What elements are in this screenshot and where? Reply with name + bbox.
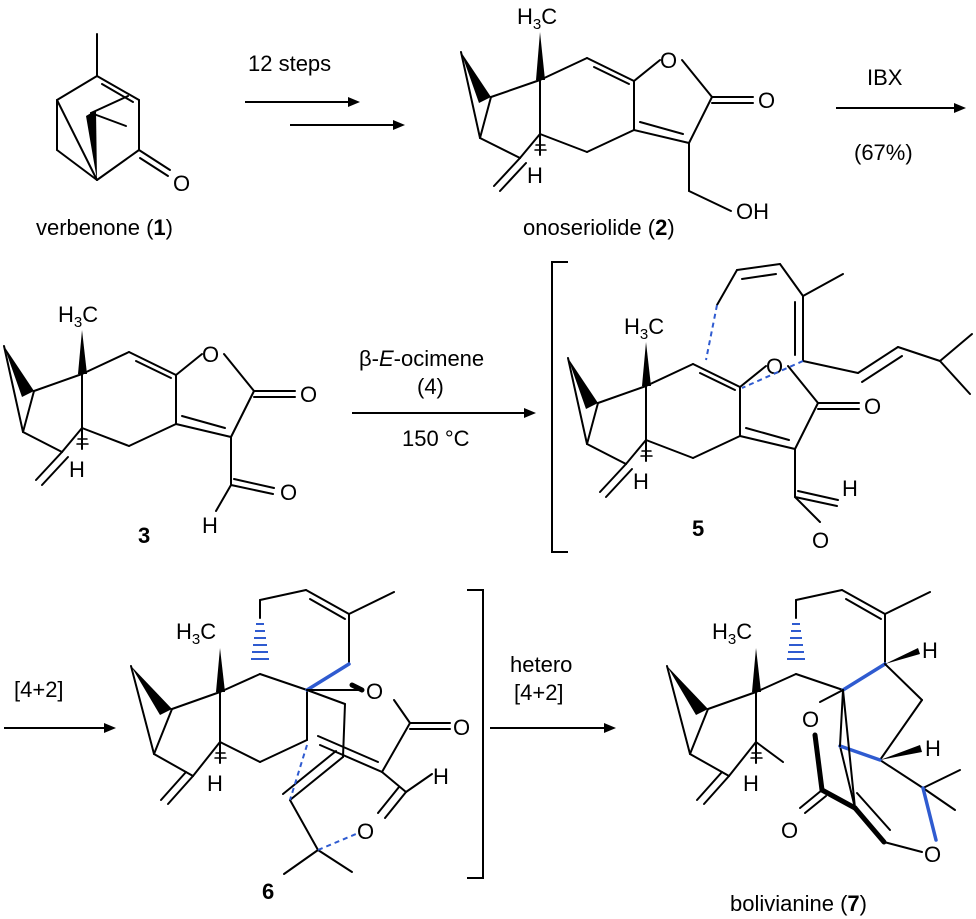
c5-aldehyde-h: H xyxy=(842,476,858,501)
onoseriolide-ring-o: O xyxy=(660,48,677,73)
step-12-steps-label: 12 steps xyxy=(248,51,331,76)
c3-carbonyl-o: O xyxy=(300,382,317,407)
step-ocimene: β-E-ocimene (4) 150 °C xyxy=(352,346,536,451)
label-compound-6: 6 xyxy=(262,879,274,904)
c6-h: H xyxy=(207,771,223,796)
step-ocimene-number: (4) xyxy=(417,374,444,399)
step-hetero-diels-alder: hetero [4+2] xyxy=(490,652,616,733)
c5-methyl: H3C xyxy=(624,314,664,343)
c6-carbonyl-o: O xyxy=(453,715,470,740)
structure-compound-3: H3C H O O O H xyxy=(3,302,317,538)
label-bolivianine: bolivianine (7) xyxy=(730,891,867,916)
bracket-left-5 xyxy=(551,261,568,553)
c7-lactone-o: O xyxy=(802,707,819,732)
step-diels-alder: [4+2] xyxy=(4,677,116,733)
onoseriolide-h: H xyxy=(527,163,543,188)
label-verbenone: verbenone (1) xyxy=(36,215,173,240)
structure-compound-6: H3C H O xyxy=(130,589,470,875)
step-hetero-line2: [4+2] xyxy=(514,680,564,705)
c6-methyl: H3C xyxy=(176,619,216,648)
c6-aldehyde-o: O xyxy=(357,819,374,844)
step-hetero-line1: hetero xyxy=(510,652,572,677)
onoseriolide-oh: OH xyxy=(736,199,769,224)
c5-ring-o: O xyxy=(766,354,783,379)
c7-methyl: H3C xyxy=(712,619,752,648)
c5-aldehyde-o: O xyxy=(812,528,829,553)
c3-ring-o: O xyxy=(202,342,219,367)
step-ibx-yield: (67%) xyxy=(854,140,913,165)
c7-pyran-o: O xyxy=(924,842,941,867)
c5-h: H xyxy=(633,469,649,494)
c7-carbonyl-o: O xyxy=(781,818,798,843)
c3-h: H xyxy=(69,457,85,482)
c3-methyl: H3C xyxy=(58,302,98,331)
verbenone-ketone-o: O xyxy=(173,171,190,196)
structure-onoseriolide: H3C H O O OH xyxy=(460,4,775,224)
label-compound-5: 5 xyxy=(692,516,704,541)
c6-ring-o: O xyxy=(366,679,383,704)
c3-aldehyde-h: H xyxy=(202,513,218,538)
c6-aldehyde-h: H xyxy=(433,764,449,789)
c5-carbonyl-o: O xyxy=(864,394,881,419)
structure-compound-5: H3C H O O H O xyxy=(567,263,973,553)
step-ocimene-conditions: 150 °C xyxy=(402,426,470,451)
step-diels-alder-label: [4+2] xyxy=(14,677,64,702)
step-ibx-reagent: IBX xyxy=(867,65,903,90)
step-12-steps: 12 steps xyxy=(245,51,405,130)
step-ibx: IBX (67%) xyxy=(836,65,966,165)
c3-aldehyde-o: O xyxy=(280,480,297,505)
label-onoseriolide: onoseriolide (2) xyxy=(523,215,675,240)
structure-verbenone: O xyxy=(56,33,190,196)
bracket-right-6 xyxy=(467,589,484,879)
c7-h-top: H xyxy=(922,638,938,663)
step-ocimene-reagent: β-E-ocimene xyxy=(359,346,484,371)
label-compound-3: 3 xyxy=(138,523,150,548)
c7-h-mid: H xyxy=(925,736,941,761)
c7-h-left: H xyxy=(743,771,759,796)
structure-bolivianine: H3C H H H xyxy=(666,589,961,867)
onoseriolide-methyl: H3C xyxy=(517,4,557,33)
onoseriolide-carbonyl-o: O xyxy=(758,88,775,113)
